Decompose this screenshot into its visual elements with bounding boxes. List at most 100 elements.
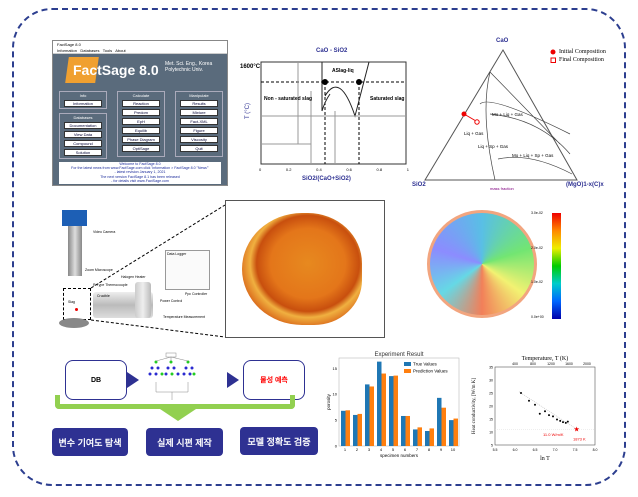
step-model-validation: 모델 정확도 검증 [240,427,318,455]
data-point [556,418,558,421]
view-data-button[interactable]: View Data [64,131,102,138]
ternary-axis-label: mass fraction [490,186,514,191]
data-point [528,399,530,402]
results-button[interactable]: Results [180,100,218,107]
bar-prediction [441,407,446,446]
zoom-lines [90,204,225,338]
menu-databases[interactable]: Databases [80,48,100,53]
group-label: Manipulate [189,93,209,98]
bar-prediction [381,373,386,446]
bar-true [341,410,346,446]
optisage-button[interactable]: OptiSage [122,145,160,152]
non-saturated-slag-label: Non - saturated slag [264,96,313,102]
x-tick: 6.0 [513,448,518,452]
message-line: For the latest news from www.FactSage.co… [71,166,209,171]
factsage-logo: FactSage 8.0 [73,62,159,78]
predom-button[interactable]: Predom [122,109,160,116]
bar-true [389,376,394,446]
slag-image-panel [225,200,385,338]
colorbar [552,213,561,319]
y-axis-label: porosity [326,393,331,410]
x-axis-label: specimen numbers [380,453,419,458]
group-databases: Databases Documentation View Data Compou… [59,113,107,159]
apex-cao: CaO [496,38,509,44]
message-line: Welcome to FactSage 8.0 [119,162,161,166]
chart-title: Temperature, T (K) [522,355,569,362]
solution-button[interactable]: Solution [64,149,102,156]
data-point [559,419,562,422]
phase-diagram-button[interactable]: Phase Diagram [122,136,160,143]
temp-marker-label: 1600°C [240,64,261,70]
slag-point [75,308,78,311]
heater-end [135,282,151,318]
top-tick: 400 [512,362,518,366]
slag-droplet [242,213,362,325]
legend-swatch [404,369,411,373]
factsage-window: FactSage 8.0 Information Databases Tools… [52,40,228,186]
bar-true [377,361,382,446]
y-tick: 10 [333,392,338,397]
quit-button[interactable]: Quit [180,145,218,152]
documentation-button[interactable]: Documentation [64,122,102,129]
phase-diagram: CaO - SiO2 T (°C) 1600°C Non - saturated… [240,48,418,188]
menu-information[interactable]: Information [57,48,78,53]
annotation: 11.0 W/m/K [543,432,564,437]
data-point [562,421,564,424]
x-tick: 7 [416,447,419,452]
bar-true [449,420,454,446]
legend-final: Final Composition [559,57,604,63]
region-label: Mo + Liq + Sp + Gas [512,153,554,158]
group-label: Databases [73,115,93,120]
arrow-right-icon [227,372,239,388]
3d-sphere [427,210,537,318]
ternary-diagram: CaO SiO2 (MgO)1-x(C)x mass fraction Init… [412,24,620,192]
reaction-button[interactable]: Reaction [122,100,160,107]
colorbar-tick: 0.0e+00 [531,314,544,319]
x-tick: 8 [428,447,431,452]
menu-tools[interactable]: Tools [102,48,113,53]
top-tick: 2000 [583,362,591,366]
highlight-star: ★ [573,425,579,433]
group-label: Calculate [132,93,150,98]
fact-xml-button[interactable]: Fact-XML [180,118,218,125]
compound-button[interactable]: Compound [64,140,102,147]
menu-about[interactable]: About [115,48,126,53]
label-temperature: Temperature Measurement [163,315,206,319]
step-label: 실제 시편 제작 [157,437,212,448]
step-specimen-fabrication: 실제 시편 제작 [146,428,223,456]
db-box: DB [65,360,127,400]
base-ring [59,318,89,328]
eph-button[interactable]: EpH [122,118,160,125]
phase-diagram-ylabel: T (°C) [244,103,251,119]
x-tick: 5.5 [493,448,498,452]
top-tick: 1600 [565,362,573,366]
y-tick: 30 [489,379,493,383]
bar-prediction [429,428,434,446]
bar-true [353,414,358,446]
step-label: 변수 기여도 탐색 [58,437,122,448]
label-zoom-microscope: Zoom Microscope [85,268,113,272]
bar-prediction [453,418,458,446]
legend-label: True Values [413,362,438,367]
db-label: DB [90,376,102,384]
figure-button[interactable]: Figure [180,127,218,134]
data-point [552,415,554,418]
x-tick: 5 [392,447,395,452]
x-tick: 7.5 [573,448,578,452]
x-tick: 4 [380,447,383,452]
legend-swatch [404,362,411,366]
x-tick: 0.6 [346,167,352,172]
window-title: FactSage 8.0 [53,41,227,48]
random-forest-icon [148,352,196,400]
mixture-button[interactable]: Mixture [180,109,218,116]
y-tick: 5 [491,444,493,448]
video-camera [62,210,87,226]
x-tick: 0.4 [316,167,322,172]
top-tick: 800 [530,362,536,366]
ternary-plot [424,49,578,181]
equilib-button[interactable]: Equilib [122,127,160,134]
colorbar-tick: 3.0e-02 [531,211,543,215]
phase-diagram-plot [260,61,407,165]
viscosity-button[interactable]: Viscosity [180,136,218,143]
information-button[interactable]: Information [64,100,102,107]
